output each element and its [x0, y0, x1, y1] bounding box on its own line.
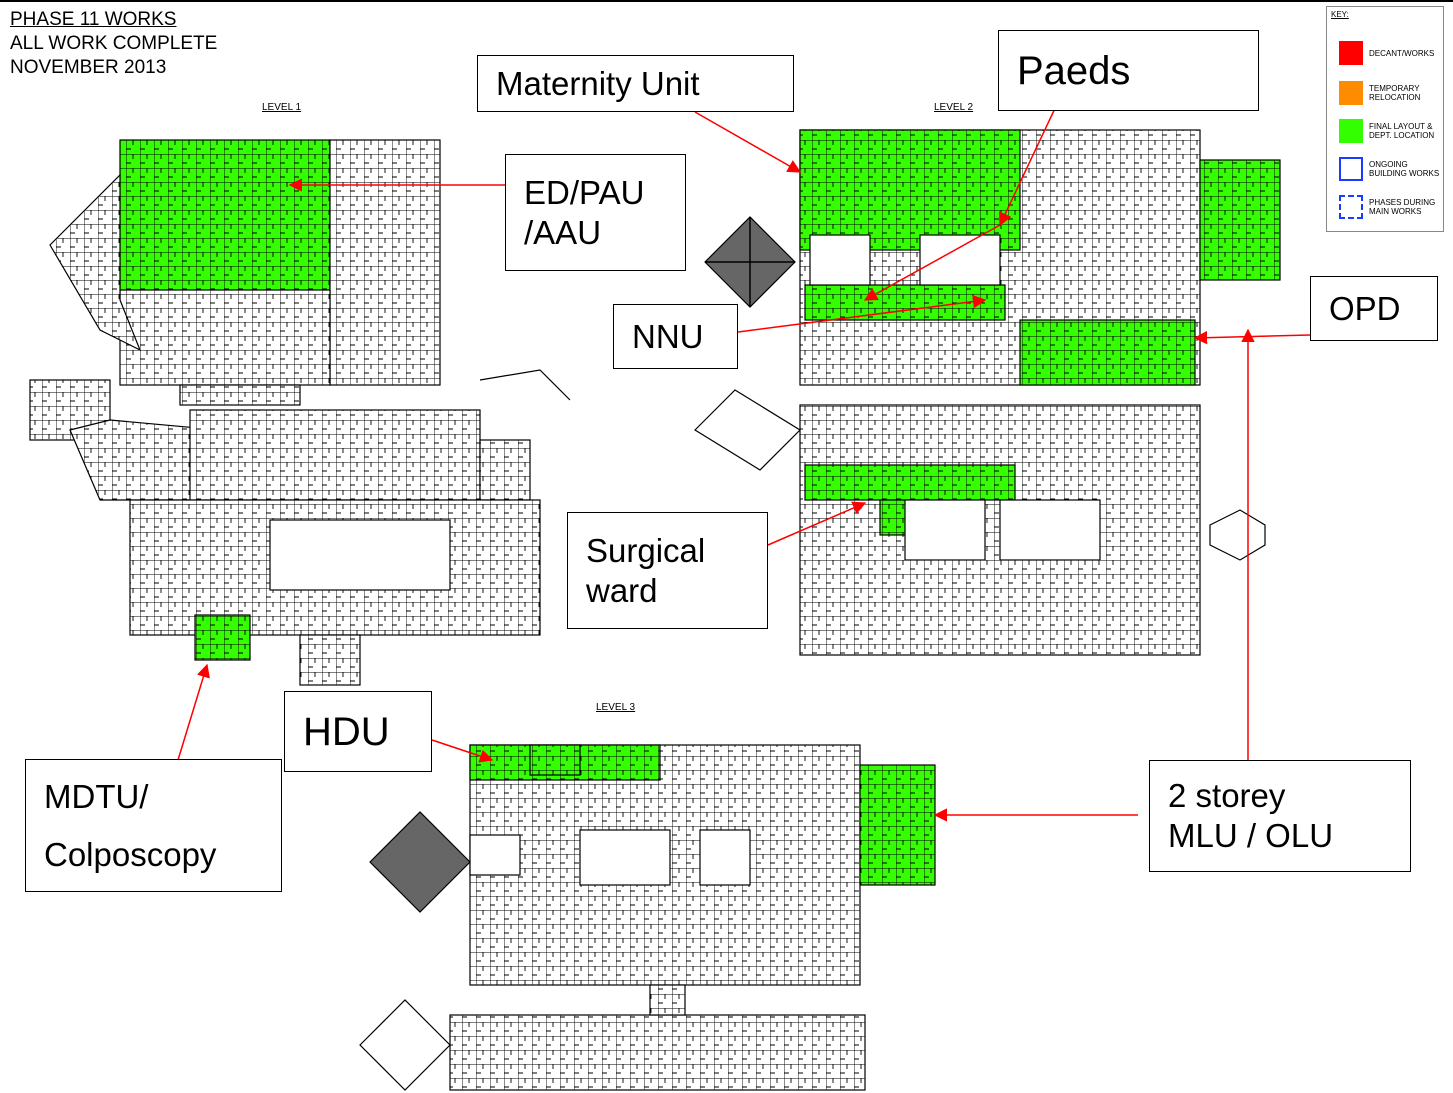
date-line: NOVEMBER 2013 — [10, 57, 167, 78]
key-label-decant: DECANT/WORKS — [1369, 48, 1435, 58]
level-2-label: LEVEL 2 — [934, 102, 974, 113]
key-item-final: FINAL LAYOUT & DEPT. LOCATION — [1339, 119, 1445, 143]
key-label-ongoing: ONGOING BUILDING WORKS — [1369, 160, 1440, 178]
callout-mdtu-text-2: Colposcopy — [44, 835, 217, 873]
callout-mlu-olu: 2 storey MLU / OLU — [1149, 760, 1411, 872]
callout-mdtu-text-1: MDTU/ — [44, 777, 149, 815]
callout-nnu-text: NNU — [632, 317, 704, 355]
phase-header: PHASE 11 WORKS ALL WORK COMPLETE NOVEMBE… — [10, 8, 217, 80]
key-item-ongoing: ONGOING BUILDING WORKS — [1339, 157, 1445, 181]
key-label-final: FINAL LAYOUT & DEPT. LOCATION — [1369, 122, 1435, 140]
callout-opd-text: OPD — [1329, 289, 1401, 327]
callout-maternity-unit: Maternity Unit — [477, 55, 794, 112]
callout-arrows — [177, 101, 1311, 822]
key-swatch-orange — [1339, 81, 1363, 105]
key-item-temporary: TEMPORARY RELOCATION — [1339, 81, 1445, 105]
level-3-label: LEVEL 3 — [596, 702, 636, 713]
callout-mlu-text-1: 2 storey — [1168, 777, 1286, 814]
level-1-label: LEVEL 1 — [262, 102, 302, 113]
callout-surgical-text-2: ward — [586, 571, 658, 609]
phase-title: PHASE 11 WORKS — [10, 9, 177, 30]
callout-ed-text-1: ED/PAU — [524, 173, 645, 211]
callout-surgical-ward: Surgical ward — [567, 512, 768, 629]
key-swatch-red — [1339, 41, 1363, 65]
callout-mdtu-colposcopy: MDTU/ Colposcopy — [25, 759, 282, 892]
status-line: ALL WORK COMPLETE — [10, 33, 218, 54]
callout-mlu-text-2: MLU / OLU — [1168, 817, 1334, 854]
map-key: KEY: DECANT/WORKS TEMPORARY RELOCATION F… — [1326, 6, 1444, 232]
top-border — [0, 0, 1453, 2]
callout-maternity-text: Maternity Unit — [496, 64, 700, 102]
callout-ed-text-2: /AAU — [524, 213, 602, 251]
callout-surgical-text-1: Surgical — [586, 531, 706, 569]
level-2-plan — [694, 129, 1281, 656]
key-item-phases: PHASES DURING MAIN WORKS — [1339, 195, 1445, 219]
callout-opd: OPD — [1310, 276, 1438, 341]
key-label-phases: PHASES DURING MAIN WORKS — [1369, 198, 1436, 216]
callout-paeds: Paeds — [998, 30, 1259, 111]
callout-ed-pau-aau: ED/PAU /AAU — [505, 154, 686, 271]
key-swatch-blue-solid — [1339, 157, 1363, 181]
callout-hdu-text: HDU — [303, 709, 390, 754]
key-title: KEY: — [1331, 10, 1349, 19]
callout-hdu: HDU — [284, 691, 432, 772]
level-1-plan — [29, 139, 571, 686]
callout-nnu: NNU — [613, 304, 738, 369]
key-label-temporary: TEMPORARY RELOCATION — [1369, 84, 1421, 102]
callout-paeds-text: Paeds — [1017, 48, 1131, 93]
key-item-decant: DECANT/WORKS — [1339, 41, 1445, 65]
key-swatch-green — [1339, 119, 1363, 143]
key-swatch-blue-dashed — [1339, 195, 1363, 219]
level-3-plan — [359, 744, 936, 1091]
